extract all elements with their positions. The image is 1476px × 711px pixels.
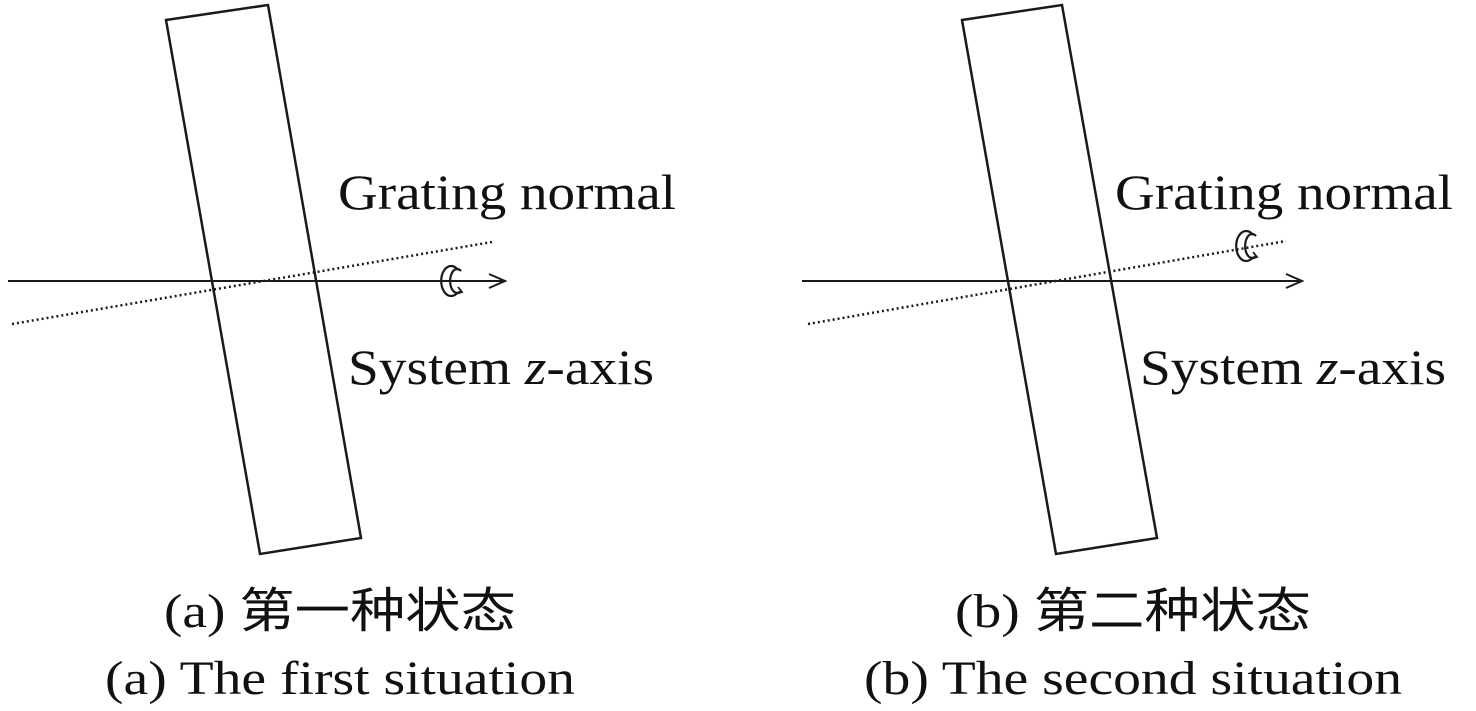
grating-normal-label: Grating normal	[1115, 164, 1453, 220]
grating-plate	[960, 3, 1159, 556]
caption-cn-b: (b) 第二种状态	[955, 585, 1311, 638]
caption-en-b: (b) The second situation	[864, 652, 1402, 705]
panel-a: Grating normal System z-axis (a) 第一种状态 (…	[8, 3, 676, 705]
caption-cn-a: (a) 第一种状态	[164, 585, 516, 638]
system-z-axis-label: System z-axis	[348, 339, 654, 395]
panel-b: Grating normal System z-axis (b) 第二种状态 (…	[802, 3, 1453, 705]
system-z-axis-label: System z-axis	[1140, 339, 1446, 395]
grating-normal-label: Grating normal	[338, 164, 676, 220]
grating-normal-line	[807, 239, 1287, 326]
grating-plate	[164, 3, 363, 556]
grating-normal-line	[11, 240, 493, 326]
caption-en-a: (a) The first situation	[105, 652, 575, 705]
rotation-arrow-icon	[440, 264, 464, 298]
rotation-arrow-icon	[1235, 229, 1259, 263]
